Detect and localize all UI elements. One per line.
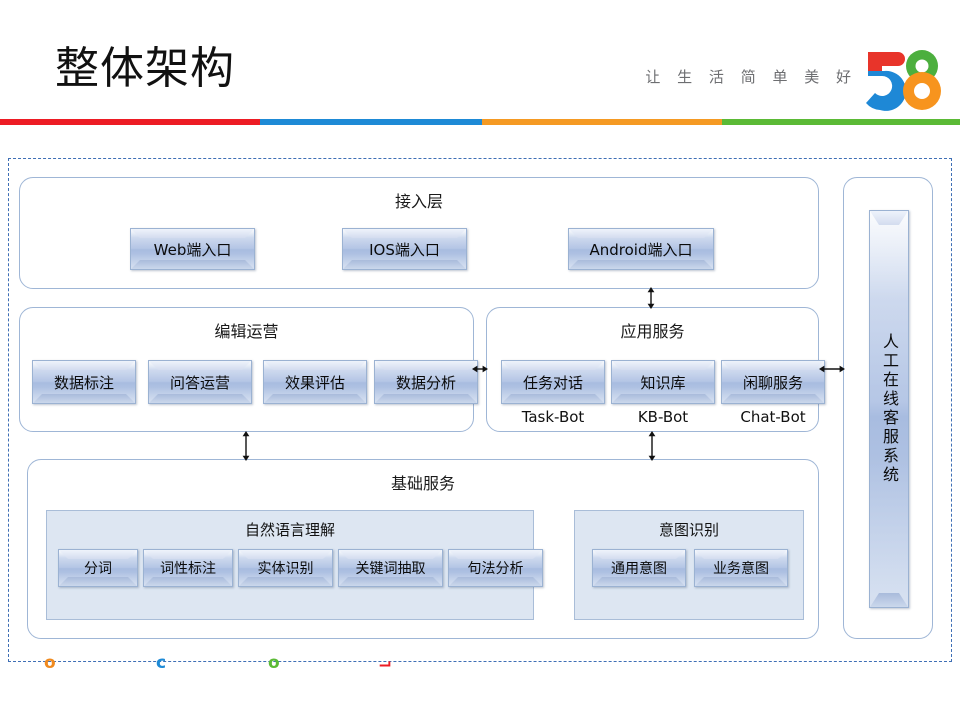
brand-tagline: 让 生 活 简 单 美 好 (645, 68, 857, 86)
rule-segment-blue (260, 119, 482, 125)
brand-color-rule (0, 119, 960, 125)
subpanel-title-intent-recognition: 意图识别 (658, 521, 719, 539)
page-title: 整体架构 (55, 43, 235, 94)
architecture-diagram: 接入层 Web端入口 IOS端入口 Android端入口 编辑运营 数据标注 问… (8, 158, 952, 662)
node-label: 数据标注 (53, 373, 114, 392)
node-label: 句法分析 (467, 561, 524, 577)
rule-segment-orange (482, 119, 722, 125)
panel-basic-services: 基础服务 自然语言理解 分词 词性标注 实体识别 关键词抽取 句法分析 意图识别 (27, 459, 819, 639)
rule-segment-red (0, 119, 260, 125)
footer-mark-blue-c: c (156, 653, 167, 673)
node-qa-operation[interactable]: 问答运营 (148, 360, 252, 404)
caption-chat-bot: Chat-Bot (740, 408, 806, 426)
node-label: Web端入口 (153, 240, 232, 259)
node-label: IOS端入口 (369, 240, 440, 259)
arrow-editorial-to-basic-services (240, 431, 252, 461)
footer-mark-green-o: o (268, 653, 280, 673)
caption-task-bot: Task-Bot (521, 408, 585, 426)
footer-mark-orange-o: o (44, 653, 56, 673)
node-effect-evaluation[interactable]: 效果评估 (263, 360, 367, 404)
panel-editorial-ops: 编辑运营 数据标注 问答运营 效果评估 数据分析 (19, 307, 478, 432)
node-label: Android端入口 (589, 240, 693, 259)
node-label: 知识库 (640, 373, 686, 392)
footer-mark-red-corner: ⌐ (378, 654, 393, 674)
node-label: 数据分析 (395, 373, 456, 392)
node-label: 闲聊服务 (742, 373, 803, 392)
panel-human-service: 人工在线客服系统 (843, 177, 933, 639)
node-data-annotation[interactable]: 数据标注 (32, 360, 136, 404)
node-entity-recognition[interactable]: 实体识别 (238, 549, 333, 587)
panel-app-services: 应用服务 任务对话 知识库 闲聊服务 Task-Bot KB-Bot Chat-… (486, 307, 825, 432)
node-pos-tagging[interactable]: 词性标注 (143, 549, 233, 587)
node-word-segmentation[interactable]: 分词 (58, 549, 138, 587)
node-label: 人工在线客服系统 (880, 333, 899, 485)
arrow-app-services-to-human-service (819, 363, 845, 375)
node-keyword-extraction[interactable]: 关键词抽取 (338, 549, 443, 587)
panel-title-app-services: 应用服务 (620, 322, 685, 341)
node-label: 关键词抽取 (355, 561, 426, 577)
panel-title-editorial-ops: 编辑运营 (214, 322, 279, 341)
node-ios-entry[interactable]: IOS端入口 (342, 228, 467, 270)
node-task-bot[interactable]: 任务对话 (501, 360, 605, 404)
node-label: 问答运营 (169, 373, 230, 392)
subpanel-nlu: 自然语言理解 分词 词性标注 实体识别 关键词抽取 句法分析 (46, 510, 543, 620)
node-label: 分词 (84, 561, 112, 577)
panel-access-layer: 接入层 Web端入口 IOS端入口 Android端入口 (19, 177, 819, 289)
node-label: 通用意图 (611, 561, 667, 577)
subpanel-intent-recognition: 意图识别 通用意图 业务意图 (574, 510, 804, 620)
node-business-intent[interactable]: 业务意图 (694, 549, 788, 587)
caption-kb-bot: KB-Bot (637, 408, 689, 426)
node-label: 效果评估 (284, 373, 345, 392)
arrow-editorial-to-app-services (472, 363, 488, 375)
arrow-access-to-app-services (645, 287, 657, 309)
node-label: 业务意图 (713, 561, 769, 577)
slide-header: 整体架构 让 生 活 简 单 美 好 (0, 0, 960, 118)
node-label: 任务对话 (522, 373, 583, 392)
node-chat-bot[interactable]: 闲聊服务 (721, 360, 825, 404)
node-web-entry[interactable]: Web端入口 (130, 228, 255, 270)
node-data-analysis[interactable]: 数据分析 (374, 360, 478, 404)
panel-title-basic-services: 基础服务 (390, 474, 455, 493)
node-label: 实体识别 (257, 561, 314, 577)
58-logo (860, 46, 952, 112)
panel-title-access-layer: 接入层 (394, 192, 443, 211)
node-general-intent[interactable]: 通用意图 (592, 549, 686, 587)
node-android-entry[interactable]: Android端入口 (568, 228, 714, 270)
arrow-app-services-to-basic-services (646, 431, 658, 461)
footer-decorative-marks: o c o ⌐ (0, 653, 960, 679)
node-label: 词性标注 (160, 561, 216, 577)
rule-segment-green (722, 119, 960, 125)
node-syntax-analysis[interactable]: 句法分析 (448, 549, 543, 587)
node-human-online-customer-service[interactable]: 人工在线客服系统 (869, 210, 909, 608)
node-kb-bot[interactable]: 知识库 (611, 360, 715, 404)
subpanel-title-nlu: 自然语言理解 (244, 521, 335, 539)
